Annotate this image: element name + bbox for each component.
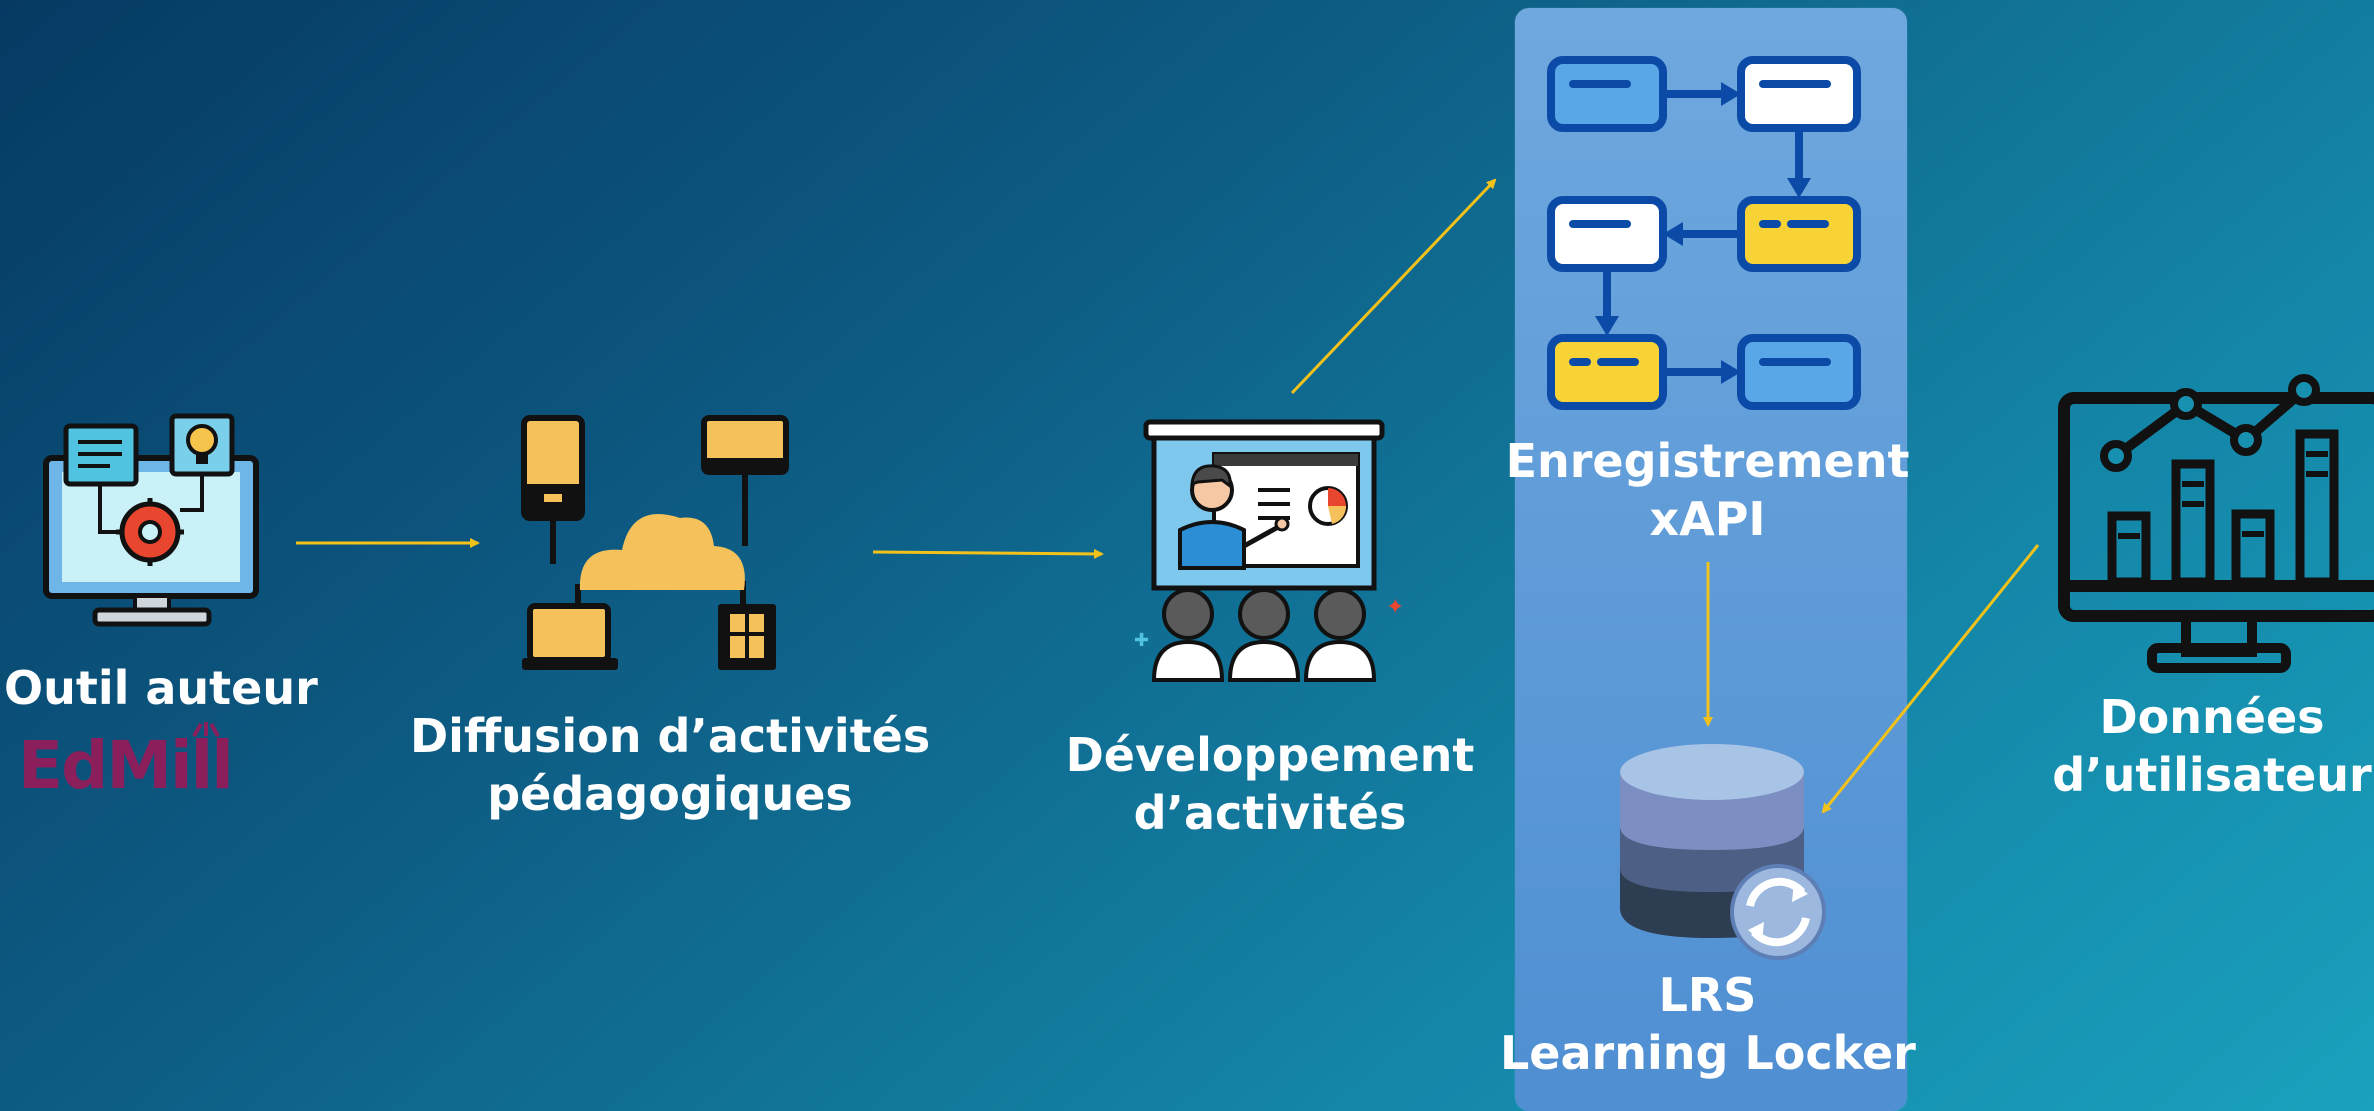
- database-sync-icon: [1620, 744, 1826, 960]
- diffusion-label: Diffusion d’activités pédagogiques: [410, 707, 930, 823]
- lrs-label-line2: Learning Locker: [1500, 1026, 1916, 1080]
- monitor-chart-icon: [2058, 374, 2374, 673]
- diffusion-label-line2: pédagogiques: [487, 767, 853, 821]
- svg-text:✚: ✚: [1134, 630, 1149, 651]
- arrow-userdata-to-lrs: [1821, 544, 2040, 814]
- presentation-audience-icon: ✦ ✚: [1134, 419, 1402, 682]
- xapi-label: Enregistrement xAPI: [1500, 432, 1915, 548]
- flowchart-steps-icon: [1547, 56, 1861, 410]
- arrow-diffusion-to-development: [872, 548, 1104, 559]
- user-data-label-line1: Données: [2099, 690, 2325, 744]
- user-data-label: Données d’utilisateur: [2050, 688, 2374, 804]
- edmill-logo: EdMill: [18, 722, 234, 800]
- xapi-label-line2: xAPI: [1649, 492, 1766, 546]
- diffusion-label-line1: Diffusion d’activités: [410, 709, 931, 763]
- lrs-label-line1: LRS: [1658, 968, 1757, 1022]
- lrs-label: LRS Learning Locker: [1500, 966, 1916, 1082]
- cloud-devices-network-icon: [521, 415, 789, 670]
- xapi-label-line1: Enregistrement: [1505, 434, 1910, 488]
- development-label: Développement d’activités: [1050, 726, 1490, 842]
- user-data-label-line2: d’utilisateur: [2052, 748, 2372, 802]
- svg-text:EdMill: EdMill: [18, 727, 232, 800]
- development-label-line1: Développement: [1065, 728, 1475, 782]
- arrow-development-to-xapi: [1290, 178, 1497, 395]
- monitor-gear-bulb-icon: [43, 413, 259, 627]
- author-tool-label: Outil auteur: [4, 661, 318, 715]
- development-label-line2: d’activités: [1133, 786, 1407, 840]
- svg-text:✦: ✦: [1386, 595, 1402, 620]
